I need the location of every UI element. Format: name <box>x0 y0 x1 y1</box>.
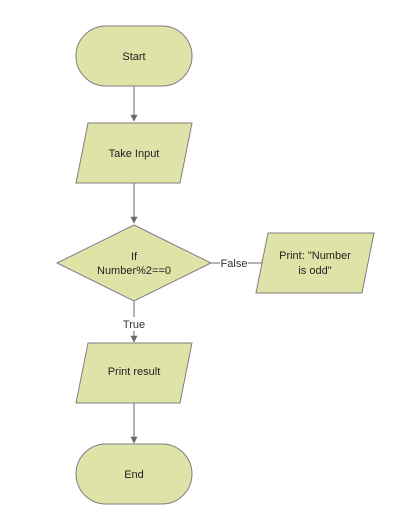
false-edge-label: False <box>221 258 248 270</box>
take-input-node[interactable]: Take Input <box>75 122 193 184</box>
true-edge-label: True <box>123 319 145 331</box>
true-label-bg <box>120 317 148 331</box>
decision-node[interactable]: If Number%2==0 <box>55 224 213 302</box>
take-input-label: Take Input <box>109 148 160 160</box>
print-result-label: Print result <box>108 366 161 378</box>
start-node[interactable]: Start <box>75 25 193 87</box>
start-label: Start <box>122 51 145 63</box>
print-odd-label-line1: Print: "Number <box>279 250 351 262</box>
decision-label-line1: If <box>131 251 138 263</box>
false-label-bg <box>220 256 248 270</box>
end-label: End <box>124 469 144 481</box>
end-node[interactable]: End <box>75 443 193 505</box>
print-odd-label-line2: is odd" <box>298 265 331 277</box>
print-odd-node[interactable]: Print: "Number is odd" <box>255 232 375 294</box>
print-result-node[interactable]: Print result <box>75 342 193 404</box>
decision-label-line2: Number%2==0 <box>97 265 171 277</box>
